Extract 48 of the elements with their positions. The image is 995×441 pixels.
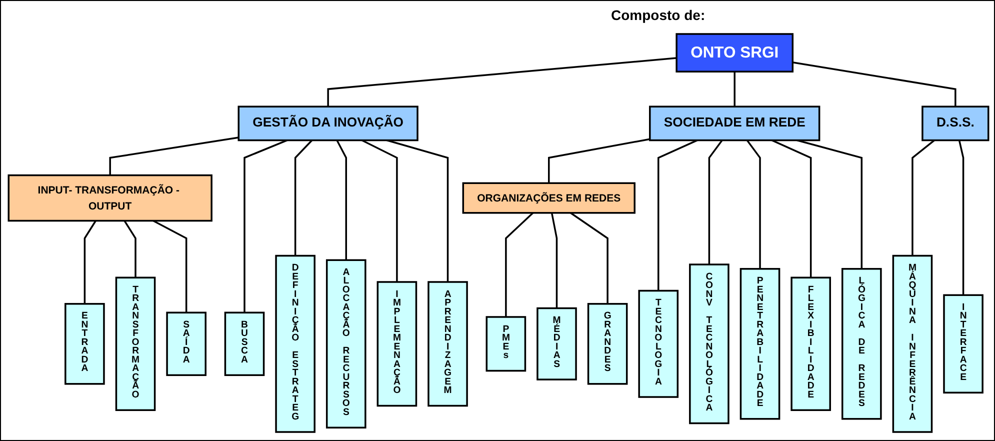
node-box: TECNOLOGIA: [638, 290, 679, 398]
connector: [244, 139, 288, 313]
connector: [772, 139, 812, 278]
node-box: TRANSFORMAÇÃO: [115, 276, 156, 411]
connector: [658, 139, 698, 291]
connector: [958, 140, 964, 296]
node-box: BUSCA: [224, 312, 265, 376]
node-box: APRENDIZAGEM: [428, 281, 468, 407]
node-box: INTERFACE: [943, 294, 984, 394]
node-box: DEFINIÇÃO ESTRATEG: [275, 254, 316, 433]
node-box: GRANDES: [587, 302, 628, 385]
connector: [570, 212, 608, 304]
connector: [505, 212, 534, 317]
connector: [746, 140, 761, 269]
connector: [294, 140, 313, 256]
connector: [796, 139, 863, 269]
connector: [548, 138, 650, 184]
node-box: IMPLEMENAÇÃO: [376, 281, 418, 407]
node-box: ENTRADA: [64, 302, 105, 385]
node-box: FLEXIBILIDADE: [790, 276, 831, 411]
connector: [336, 140, 347, 260]
connector: [152, 220, 188, 313]
node-box: ORGANIZAÇÕES EM REDES: [462, 182, 636, 214]
node-box: SAÍDA: [166, 312, 206, 376]
connector: [708, 140, 723, 264]
connector: [361, 140, 398, 282]
note-text: Composto de:: [611, 7, 706, 23]
connector: [84, 220, 96, 304]
connector: [734, 72, 736, 107]
connector: [550, 212, 558, 308]
node-box: INPUT- TRANSFORMAÇÃO - OUTPUT: [8, 174, 212, 222]
node-box: ALOCAÇÃO RECURSOS: [326, 259, 366, 428]
node-box: GESTÃO DA INOVAÇÃO: [238, 106, 418, 142]
node-box: LÓGICA DE REDES: [841, 268, 882, 420]
node-box: PENETRABILIDADE: [740, 268, 780, 420]
connector: [386, 139, 449, 282]
node-box: SOCIEDADE EM REDE: [649, 106, 820, 142]
node-box: ONTO SRGI: [676, 33, 794, 72]
connector: [912, 140, 935, 256]
node-box: D.S.S.: [922, 106, 990, 142]
node-box: MÁQUINA INFERÊNCIA: [892, 254, 933, 433]
connector: [792, 61, 956, 107]
node-box: PMEs: [486, 316, 526, 372]
connector: [124, 220, 136, 278]
node-box: MÉDIAS: [536, 307, 577, 380]
connector: [327, 57, 677, 107]
connector: [109, 136, 239, 176]
node-box: CONV TECNOLÓGICA: [689, 264, 730, 424]
